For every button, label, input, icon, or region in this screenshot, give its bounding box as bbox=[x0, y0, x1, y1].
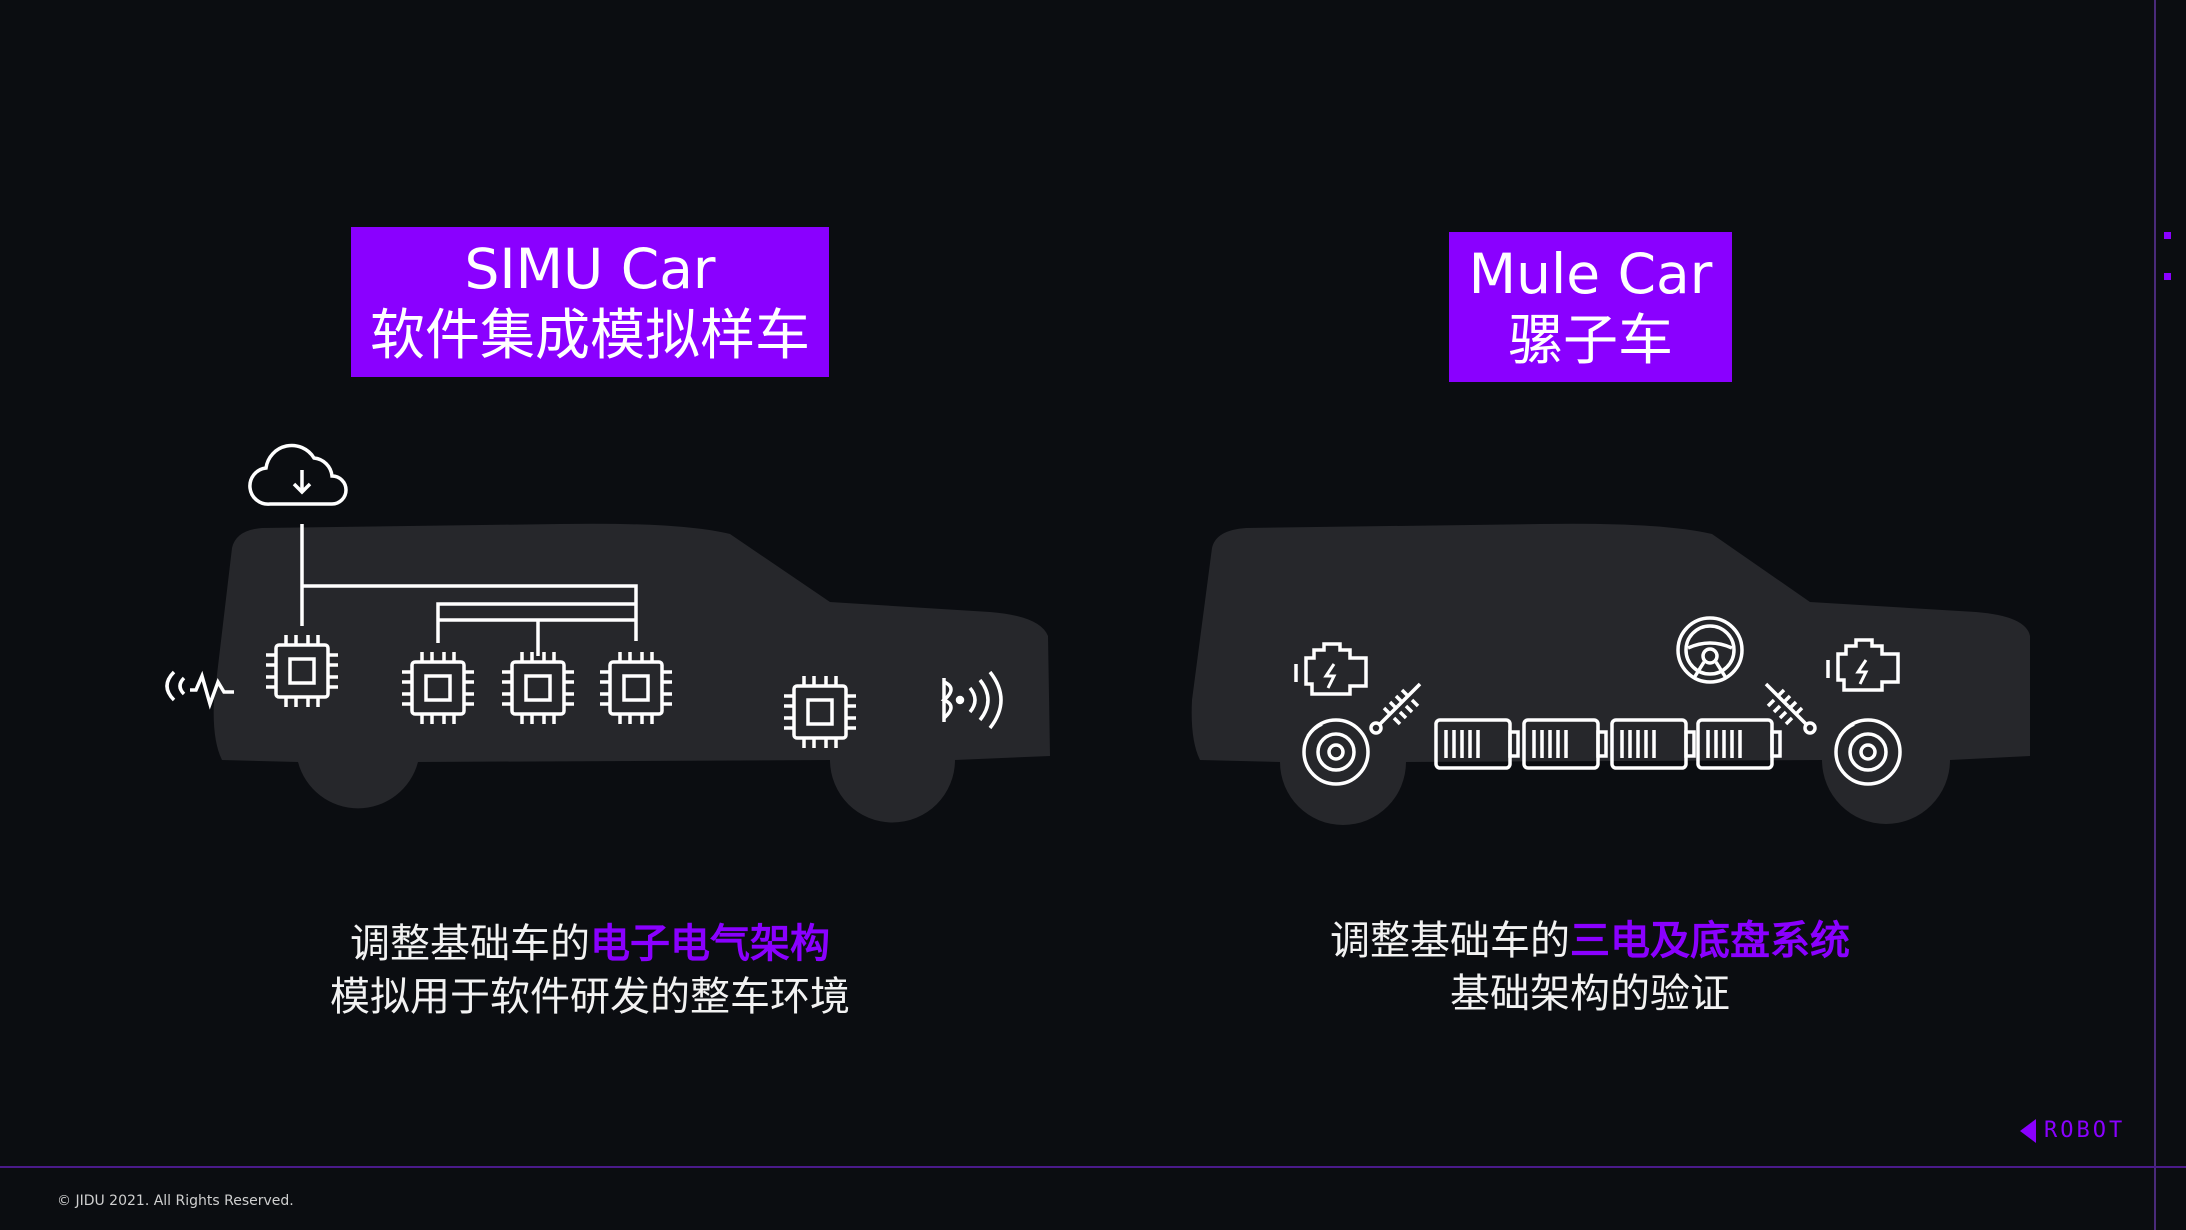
robot-logo: ROBOT bbox=[2020, 1118, 2125, 1143]
simu-caption-highlight: 电子电气架构 bbox=[590, 921, 830, 967]
wireless-icon bbox=[940, 670, 1003, 730]
bottom-divider bbox=[0, 1166, 2186, 1168]
simu-car-body bbox=[213, 523, 1050, 823]
page-indicator-dot bbox=[2164, 273, 2171, 280]
mule-title-en: Mule Car bbox=[1468, 242, 1713, 306]
simu-caption-line2: 模拟用于软件研发的整车环境 bbox=[330, 974, 850, 1020]
simu-title-en: SIMU Car bbox=[464, 237, 716, 301]
mule-car-body bbox=[1191, 523, 2030, 825]
mule-car-title: Mule Car 骡子车 bbox=[1449, 232, 1732, 382]
simu-caption-prefix: 调整基础车的 bbox=[350, 921, 590, 967]
mule-title-zh: 骡子车 bbox=[1507, 308, 1673, 372]
mule-caption-line1: 调整基础车的三电及底盘系统 bbox=[1200, 915, 1980, 968]
right-divider bbox=[2154, 0, 2156, 1230]
mule-caption: 调整基础车的三电及底盘系统 基础架构的验证 bbox=[1200, 915, 1980, 1021]
cloud-download-icon bbox=[248, 443, 348, 506]
page-indicator-dot bbox=[2164, 232, 2171, 239]
logo-mark-icon bbox=[2020, 1118, 2036, 1143]
simu-caption: 调整基础车的电子电气架构 模拟用于软件研发的整车环境 bbox=[230, 918, 950, 1024]
wiring bbox=[300, 524, 638, 656]
mule-caption-highlight: 三电及底盘系统 bbox=[1570, 918, 1850, 964]
mule-caption-line2: 基础架构的验证 bbox=[1450, 971, 1730, 1017]
simu-caption-line1: 调整基础车的电子电气架构 bbox=[230, 918, 950, 971]
copyright-footer: © JIDU 2021. All Rights Reserved. bbox=[57, 1193, 294, 1209]
signal-pulse-icon bbox=[165, 670, 234, 710]
simu-car-title: SIMU Car 软件集成模拟样车 bbox=[351, 227, 829, 377]
logo-text: ROBOT bbox=[2044, 1118, 2126, 1143]
mule-caption-prefix: 调整基础车的 bbox=[1330, 918, 1570, 964]
steering-wheel-icon bbox=[1676, 616, 1744, 684]
simu-title-zh: 软件集成模拟样车 bbox=[369, 303, 810, 367]
